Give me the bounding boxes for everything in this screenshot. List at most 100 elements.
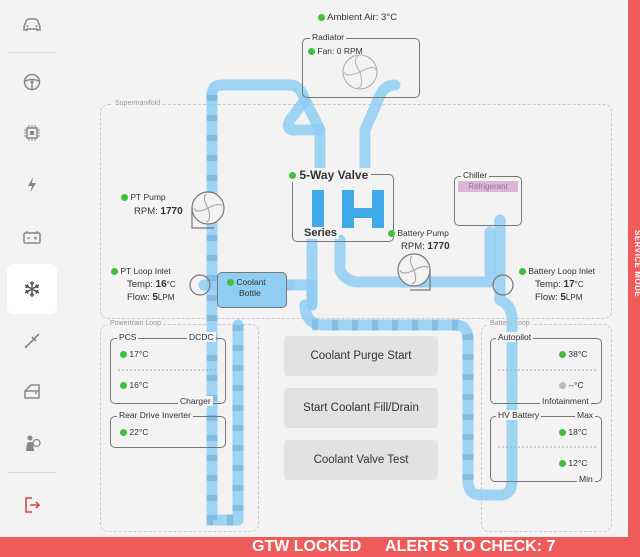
battery-loop-box bbox=[481, 324, 612, 532]
status-dot bbox=[388, 230, 395, 238]
pcs-temp-2: 16°C bbox=[120, 380, 148, 390]
pt-pump-rpm: RPM: 1770 bbox=[134, 206, 183, 217]
fan-label: Fan: bbox=[317, 46, 335, 56]
service-mode-label: SERVICE MODE bbox=[633, 230, 640, 298]
ambient-air-value: 3°C bbox=[380, 12, 397, 23]
pt-pump-icon bbox=[191, 191, 225, 229]
chip-icon bbox=[24, 125, 40, 141]
pcs-label: PCS bbox=[117, 332, 139, 342]
sidebar-item-safety[interactable] bbox=[7, 418, 57, 468]
temp-value: 17 bbox=[563, 279, 575, 290]
flow-unit: LPM bbox=[565, 293, 583, 302]
pt-loop-inlet-title: PT Loop Inlet bbox=[111, 266, 171, 276]
battery-pump-icon bbox=[397, 253, 431, 291]
sidebar-item-chip[interactable] bbox=[7, 108, 57, 158]
powertrain-loop-box bbox=[100, 324, 259, 532]
flow-value: 5 bbox=[560, 292, 566, 303]
coolant-bottle-line1: Coolant bbox=[236, 277, 266, 287]
lightning-icon bbox=[28, 177, 36, 193]
pt-pump-title: PT Pump bbox=[121, 192, 166, 202]
autopilot-temp: 38°C bbox=[559, 349, 587, 359]
sidebar-item-exit[interactable] bbox=[7, 480, 57, 530]
pt-pump-label: PT Pump bbox=[130, 192, 166, 202]
pcs-temp-1: 17°C bbox=[120, 349, 148, 359]
status-dot bbox=[120, 382, 127, 390]
coolant-fill-drain-button[interactable]: Start Coolant Fill/Drain bbox=[284, 388, 438, 428]
five-way-valve-title: 5-Way Valve bbox=[286, 168, 372, 182]
radiator-fan-readout: Fan: 0 RPM bbox=[308, 46, 363, 56]
battery-pump-rpm: RPM: 1770 bbox=[401, 241, 450, 252]
rpm-label: RPM: bbox=[401, 241, 425, 252]
gtw-status: GTW LOCKED bbox=[252, 538, 362, 555]
infotainment-temp: --°C bbox=[559, 380, 584, 390]
temp-value: 17°C bbox=[129, 349, 149, 359]
radiator-title: Radiator bbox=[310, 32, 347, 42]
sidebar-item-thermal[interactable] bbox=[7, 264, 57, 314]
rpm-label: RPM: bbox=[134, 206, 158, 217]
ambient-air-readout: Ambient Air: 3°C bbox=[318, 12, 397, 23]
car-icon bbox=[23, 18, 41, 31]
coolant-bottle bbox=[217, 272, 287, 308]
airbag-person-icon bbox=[26, 435, 41, 451]
alerts-count[interactable]: ALERTS TO CHECK: 7 bbox=[385, 538, 556, 555]
rpm-value: 1770 bbox=[427, 241, 450, 252]
sidebar-item-battery[interactable] bbox=[7, 212, 57, 262]
flow-label: Flow: bbox=[535, 292, 558, 303]
exit-icon bbox=[25, 497, 41, 513]
battery-loop-inlet-flow: Flow: 5LPM bbox=[535, 292, 582, 303]
temp-value: 38°C bbox=[568, 349, 588, 359]
coolant-valve-test-button[interactable]: Coolant Valve Test bbox=[284, 440, 438, 480]
battery-loop-inlet-title: Battery Loop Inlet bbox=[519, 266, 595, 276]
coolant-bottle-line2: Bottle bbox=[239, 288, 261, 298]
status-dot bbox=[559, 351, 566, 359]
infotainment-label: Infotainment bbox=[540, 396, 591, 406]
status-dot bbox=[308, 48, 315, 56]
hv-max-temp: 18°C bbox=[559, 427, 587, 437]
status-bar: GTW LOCKED ALERTS TO CHECK: 7 bbox=[0, 537, 640, 557]
flow-value: 5 bbox=[152, 292, 158, 303]
coolant-bottle-label: Coolant bbox=[227, 277, 266, 287]
battery-loop-inlet-label: Battery Loop Inlet bbox=[528, 266, 596, 276]
temp-unit: °C bbox=[166, 280, 176, 289]
rpm-value: 1770 bbox=[160, 206, 183, 217]
supermanifold-box bbox=[100, 104, 612, 319]
sidebar-item-tools[interactable] bbox=[7, 316, 57, 366]
status-dot bbox=[559, 429, 566, 437]
five-way-valve-label: 5-Way Valve bbox=[299, 168, 369, 182]
sidebar-item-car[interactable] bbox=[7, 0, 57, 50]
sidebar bbox=[0, 0, 64, 557]
fan-value: 0 RPM bbox=[336, 46, 363, 56]
temp-value: 22°C bbox=[129, 427, 149, 437]
rdi-label: Rear Drive Inverter bbox=[117, 410, 193, 420]
status-dot bbox=[519, 268, 526, 276]
status-dot bbox=[111, 268, 118, 276]
autopilot-infotainment-box bbox=[490, 338, 602, 404]
status-dot bbox=[227, 279, 234, 287]
temp-value: 16°C bbox=[129, 380, 149, 390]
temp-value: 12°C bbox=[568, 458, 588, 468]
sidebar-separator bbox=[8, 52, 56, 53]
flow-label: Flow: bbox=[127, 292, 150, 303]
battery-icon bbox=[23, 231, 41, 244]
temp-label: Temp: bbox=[535, 279, 561, 290]
sidebar-item-steering[interactable] bbox=[7, 57, 57, 107]
status-dot bbox=[120, 429, 127, 437]
steering-wheel-icon bbox=[23, 73, 41, 91]
chiller-title: Chiller bbox=[461, 170, 490, 180]
dcdc-label: DCDC bbox=[187, 332, 216, 342]
service-mode-banner: SERVICE MODE bbox=[628, 0, 640, 557]
sidebar-item-power[interactable] bbox=[7, 160, 57, 210]
battery-pump-title: Battery Pump bbox=[388, 228, 449, 238]
rdi-temp: 22°C bbox=[120, 427, 148, 437]
hv-min-temp: 12°C bbox=[559, 458, 587, 468]
sidebar-item-doors[interactable] bbox=[7, 366, 57, 416]
charger-label: Charger bbox=[178, 396, 213, 406]
temp-value: --°C bbox=[568, 380, 584, 390]
hv-battery-box bbox=[490, 416, 602, 482]
flow-unit: LPM bbox=[157, 293, 175, 302]
coolant-purge-button[interactable]: Coolant Purge Start bbox=[284, 336, 438, 376]
status-dot bbox=[289, 172, 296, 180]
snowflake-icon bbox=[24, 281, 40, 297]
powertrain-loop-label: Powertrain Loop bbox=[108, 320, 163, 327]
